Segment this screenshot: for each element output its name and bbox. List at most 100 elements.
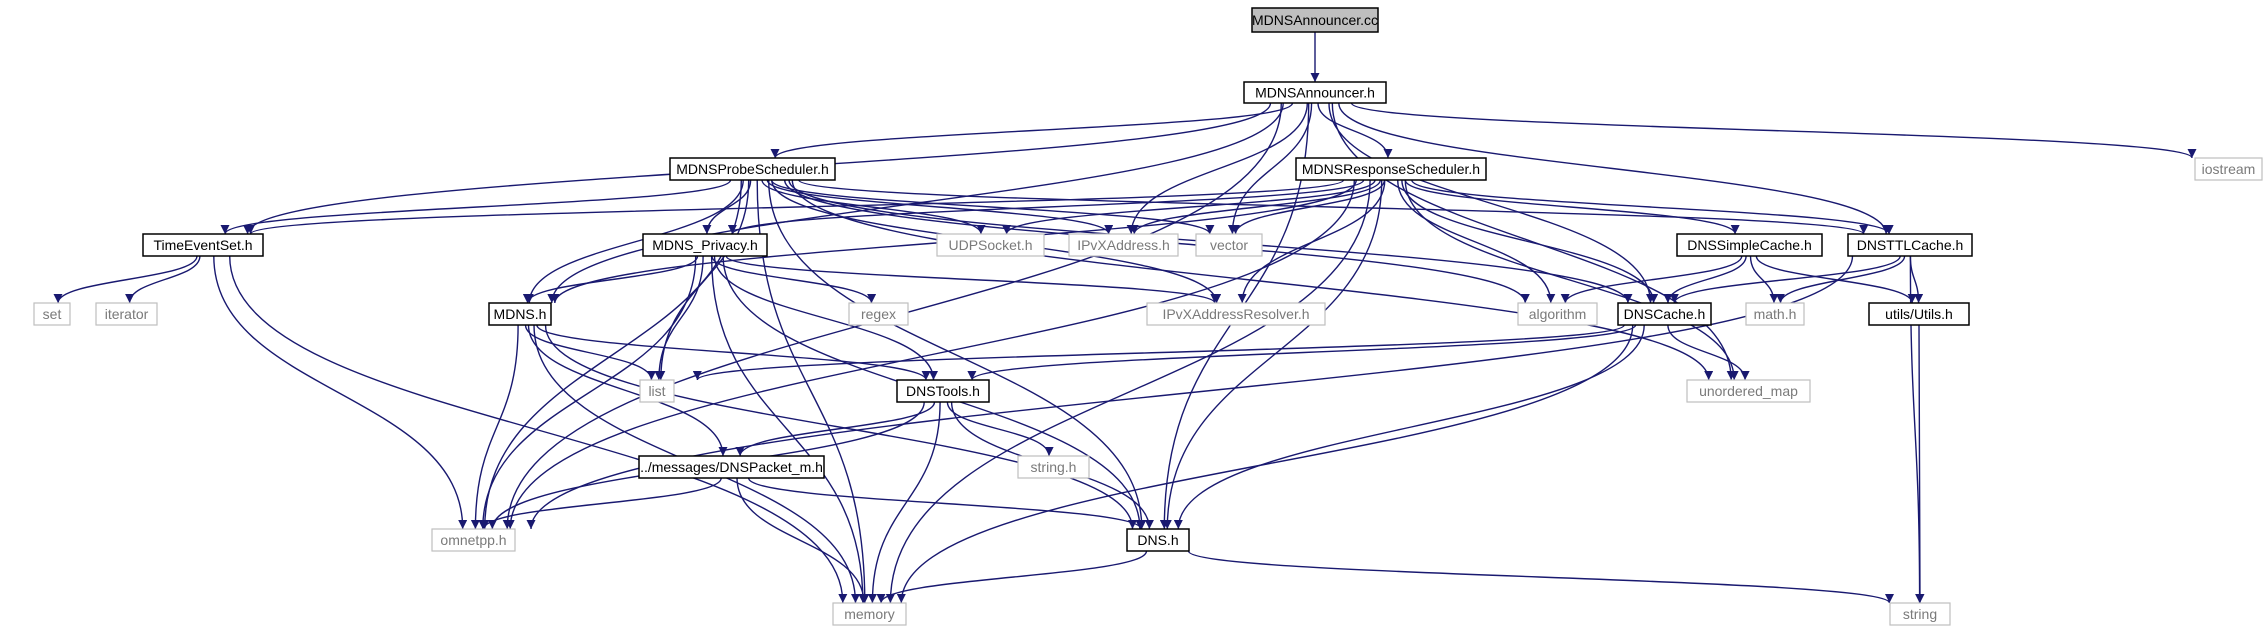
node-box bbox=[936, 233, 1045, 257]
node-label: iostream bbox=[2202, 161, 2256, 177]
node-box bbox=[1847, 233, 1973, 257]
node-box bbox=[142, 233, 264, 257]
node-label: MDNSAnnouncer.cc bbox=[1252, 12, 1378, 28]
edge-response-to-memory bbox=[885, 179, 1371, 604]
node-label: MDNS.h bbox=[494, 306, 547, 322]
node-packet[interactable]: ../messages/DNSPacket_m.h bbox=[638, 455, 825, 479]
node-box bbox=[1017, 455, 1090, 479]
node-label: list bbox=[648, 383, 665, 399]
edge-probe-to-vector bbox=[770, 179, 1215, 235]
node-algorithm: algorithm bbox=[1517, 302, 1598, 326]
node-stringh: string.h bbox=[1017, 455, 1090, 479]
edge-ttlcache-to-dnscache bbox=[1669, 255, 1901, 304]
node-label: string bbox=[1903, 606, 1937, 622]
nodes-layer: MDNSAnnouncer.ccMDNSAnnouncer.hMDNSProbe… bbox=[33, 7, 2263, 626]
edge-mdns-to-dnstools bbox=[536, 324, 931, 381]
node-box bbox=[1676, 233, 1823, 257]
node-string: string bbox=[1889, 602, 1951, 626]
node-box bbox=[1068, 233, 1179, 257]
edge-utils-to-string bbox=[1915, 324, 1925, 604]
node-mdns[interactable]: MDNS.h bbox=[488, 302, 552, 326]
edge-privacy-to-mdns bbox=[522, 255, 699, 304]
node-dns[interactable]: DNS.h bbox=[1126, 528, 1190, 552]
node-dnstools[interactable]: DNSTools.h bbox=[896, 379, 990, 403]
node-ttlcache[interactable]: DNSTTLCache.h bbox=[1847, 233, 1973, 257]
node-iterator: iterator bbox=[95, 302, 158, 326]
node-label: utils/Utils.h bbox=[1885, 306, 1953, 322]
node-dnscache[interactable]: DNSCache.h bbox=[1617, 302, 1712, 326]
edge-announcer_h-to-probe bbox=[770, 102, 1294, 159]
node-iostream: iostream bbox=[2194, 157, 2263, 181]
edge-privacy-to-regex bbox=[711, 255, 877, 304]
edge-privacy-to-list bbox=[654, 255, 704, 381]
node-regex: regex bbox=[848, 302, 909, 326]
node-label: regex bbox=[861, 306, 896, 322]
node-label: MDNSAnnouncer.h bbox=[1255, 85, 1375, 101]
node-box bbox=[95, 302, 158, 326]
edge-dnscache-to-dns bbox=[1173, 324, 1645, 530]
node-box bbox=[2194, 157, 2263, 181]
node-box bbox=[33, 302, 71, 326]
node-label: DNSSimpleCache.h bbox=[1687, 237, 1812, 253]
node-label: omnetpp.h bbox=[440, 532, 506, 548]
edge-probe-to-privacy bbox=[702, 179, 752, 235]
node-label: TimeEventSet.h bbox=[153, 237, 252, 253]
edge-mdns-to-dns bbox=[544, 324, 1137, 530]
node-box bbox=[431, 528, 516, 552]
node-box bbox=[1868, 302, 1970, 326]
edge-dnscache-to-unordered bbox=[1667, 324, 1750, 381]
edge-simplecache-to-math bbox=[1749, 255, 1779, 304]
node-box bbox=[1126, 528, 1190, 552]
node-label: algorithm bbox=[1529, 306, 1587, 322]
edge-announcer_h-to-dnscache bbox=[1328, 102, 1655, 304]
node-utils[interactable]: utils/Utils.h bbox=[1868, 302, 1970, 326]
node-udpsocket: UDPSocket.h bbox=[936, 233, 1045, 257]
edge-ttlcache-to-omnetpp bbox=[526, 255, 1854, 530]
node-probe[interactable]: MDNSProbeScheduler.h bbox=[669, 157, 836, 181]
node-announcer_h[interactable]: MDNSAnnouncer.h bbox=[1243, 81, 1387, 104]
node-privacy[interactable]: MDNS_Privacy.h bbox=[642, 233, 768, 257]
node-box bbox=[896, 379, 990, 403]
node-label: MDNS_Privacy.h bbox=[652, 237, 758, 253]
edge-probe-to-ttlcache bbox=[798, 179, 1868, 235]
edge-probe-to-timeevent bbox=[220, 179, 732, 235]
edge-dnscache-to-memory bbox=[896, 324, 1634, 604]
node-timeevent[interactable]: TimeEventSet.h bbox=[142, 233, 264, 257]
node-label: DNS.h bbox=[1137, 532, 1178, 548]
edge-announcer_h-to-ipvx bbox=[1126, 102, 1308, 235]
edge-dnstools-to-packet bbox=[735, 401, 936, 457]
node-label: IPvXAddressResolver.h bbox=[1162, 306, 1309, 322]
edge-mdns-to-omnetpp bbox=[470, 324, 519, 530]
edge-privacy-to-memory bbox=[710, 255, 868, 604]
edge-timeevent-to-omnetpp bbox=[213, 255, 468, 530]
edge-privacy-to-resolver bbox=[725, 255, 1220, 304]
edge-announcer_h-to-mdns bbox=[547, 102, 1284, 304]
node-root[interactable]: MDNSAnnouncer.cc bbox=[1251, 7, 1379, 33]
edge-packet-to-memory bbox=[736, 477, 869, 604]
node-box bbox=[1243, 81, 1387, 104]
edge-simplecache-to-algorithm bbox=[1560, 255, 1743, 304]
edge-mdns-to-packet bbox=[527, 324, 728, 457]
edge-privacy-to-omnetpp bbox=[478, 255, 697, 530]
edge-packet-to-dns bbox=[747, 477, 1146, 530]
edge-probe-to-ipvx bbox=[766, 179, 1114, 235]
edge-packet-to-omnetpp bbox=[479, 477, 722, 530]
node-box bbox=[1251, 7, 1379, 33]
node-box bbox=[638, 455, 825, 479]
node-label: DNSTTLCache.h bbox=[1857, 237, 1964, 253]
node-response[interactable]: MDNSResponseScheduler.h bbox=[1295, 157, 1487, 181]
node-box bbox=[669, 157, 836, 181]
edge-response-to-omnetpp bbox=[505, 179, 1355, 530]
node-set: set bbox=[33, 302, 71, 326]
node-ipvx: IPvXAddress.h bbox=[1068, 233, 1179, 257]
node-box bbox=[1195, 233, 1263, 257]
edge-response-to-udpsocket bbox=[1002, 179, 1376, 235]
node-label: IPvXAddress.h bbox=[1077, 237, 1170, 253]
node-label: math.h bbox=[1754, 306, 1797, 322]
edge-response-to-vector bbox=[1231, 179, 1386, 235]
edge-response-to-unordered bbox=[1404, 179, 1739, 381]
edge-announcer_h-to-unordered bbox=[1331, 102, 1736, 381]
node-box bbox=[1745, 302, 1805, 326]
node-simplecache[interactable]: DNSSimpleCache.h bbox=[1676, 233, 1823, 257]
node-list: list bbox=[639, 379, 675, 403]
